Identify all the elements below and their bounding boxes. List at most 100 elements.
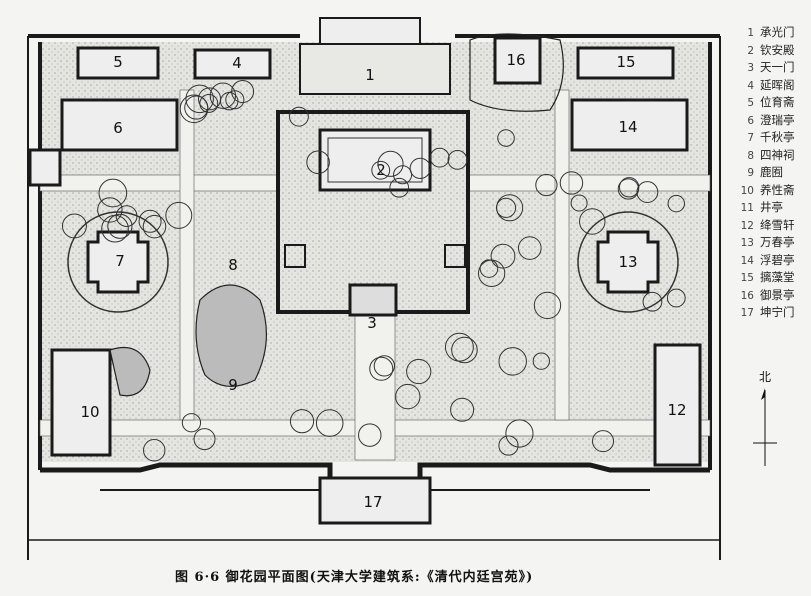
building-number-label: 7 xyxy=(115,252,125,270)
building-number-label: 10 xyxy=(80,403,99,421)
legend-number: 2 xyxy=(747,44,754,57)
building-number-label: 12 xyxy=(667,401,686,419)
tree xyxy=(666,288,686,308)
legend-name: 钦安殿 xyxy=(760,42,795,57)
tree xyxy=(138,209,162,233)
legend-name: 御景亭 xyxy=(760,287,795,302)
tree xyxy=(395,383,421,410)
legend-name: 澄瑞亭 xyxy=(760,112,795,127)
building-number-label: 9 xyxy=(228,376,238,394)
legend-name: 四神祠 xyxy=(760,147,795,162)
legend-number: 8 xyxy=(747,149,754,162)
legend-number: 6 xyxy=(747,114,754,127)
legend-name: 坤宁门 xyxy=(760,305,795,319)
building-number-label: 8 xyxy=(228,256,238,274)
legend-name: 鹿囿 xyxy=(760,165,783,179)
tree xyxy=(199,93,219,113)
legend-name: 千秋亭 xyxy=(760,130,795,144)
legend-number: 4 xyxy=(747,79,754,92)
legend-name: 延晖阁 xyxy=(760,77,795,92)
tree xyxy=(371,160,391,180)
legend-number: 3 xyxy=(747,62,754,74)
building-yanhui-pavilion xyxy=(193,48,272,80)
pavilion-qianqiu xyxy=(67,211,169,313)
side-gate-west xyxy=(28,148,62,187)
building-number-label: 16 xyxy=(506,51,525,69)
legend-item: 8 四神祠 xyxy=(738,147,795,165)
legend-item: 11 井亭 xyxy=(738,199,795,217)
legend-name: 井亭 xyxy=(760,200,783,214)
tree xyxy=(642,291,663,312)
tree xyxy=(289,409,315,434)
building-chengrui-pavilion xyxy=(60,98,179,152)
tree xyxy=(559,171,584,195)
rockery xyxy=(109,33,564,397)
tree xyxy=(447,149,468,170)
tree xyxy=(107,213,133,239)
building-number-label: 13 xyxy=(618,253,637,271)
tree xyxy=(505,419,534,448)
north-arrow-icon xyxy=(753,388,777,466)
building-yangxing-studio xyxy=(50,348,112,457)
building-kunning-gate xyxy=(318,476,432,525)
legend-number: 14 xyxy=(740,254,754,267)
tree xyxy=(209,82,237,109)
legend-item: 2 钦安殿 xyxy=(738,42,795,60)
building-number-label: 4 xyxy=(232,54,242,72)
building-number-label: 2 xyxy=(376,161,386,179)
legend-item: 7 千秋亭 xyxy=(738,129,795,147)
building-number-label: 15 xyxy=(616,53,635,71)
legend-number: 17 xyxy=(740,307,754,319)
building-number-label: 5 xyxy=(113,53,123,71)
tree xyxy=(667,194,686,213)
tree xyxy=(592,430,615,453)
tree xyxy=(495,197,517,218)
tree xyxy=(498,347,527,376)
building-number-label: 1 xyxy=(365,66,375,84)
tree xyxy=(570,194,588,212)
legend-number: 9 xyxy=(747,167,754,179)
legend-number: 5 xyxy=(747,97,754,109)
legend-item: 6 澄瑞亭 xyxy=(738,112,795,130)
tree xyxy=(185,84,214,114)
legend-number: 12 xyxy=(740,219,754,232)
tree xyxy=(498,435,519,456)
legend-name: 万春亭 xyxy=(760,235,795,249)
tree xyxy=(115,205,138,227)
legend-item: 9 鹿囿 xyxy=(738,164,795,182)
legend-number: 16 xyxy=(740,289,754,302)
tree xyxy=(369,356,394,381)
tree xyxy=(451,336,478,364)
trees xyxy=(61,80,686,462)
legend-number: 7 xyxy=(747,132,754,144)
tree xyxy=(179,94,209,124)
outer-wall xyxy=(27,34,721,560)
tree xyxy=(636,181,659,204)
legend-number: 13 xyxy=(740,237,754,249)
legend-item: 13 万春亭 xyxy=(738,234,795,252)
figure-caption: 图 6·6 御花园平面图(天津大学建筑系:《清代内廷宫苑》) xyxy=(175,570,534,585)
tree xyxy=(289,106,309,127)
legend-number: 11 xyxy=(740,202,754,214)
building-number-label: 14 xyxy=(618,118,637,136)
building-yujing-pavilion xyxy=(493,36,542,85)
building-chengguang-gate xyxy=(299,17,451,95)
legend-item: 16 御景亭 xyxy=(738,287,795,305)
tree xyxy=(377,150,404,177)
building-fubi-pavilion xyxy=(570,98,689,152)
legend-name: 摛藻堂 xyxy=(760,270,795,284)
legend-name: 位育斋 xyxy=(760,95,795,109)
tree xyxy=(490,243,516,269)
building-number-label: 3 xyxy=(367,314,377,332)
tree xyxy=(306,150,330,175)
legend-item: 4 延晖阁 xyxy=(738,77,795,95)
tree xyxy=(578,208,606,235)
tree xyxy=(197,87,222,111)
legend-number: 1 xyxy=(747,27,754,39)
building-jiangxue-lodge xyxy=(653,343,702,467)
